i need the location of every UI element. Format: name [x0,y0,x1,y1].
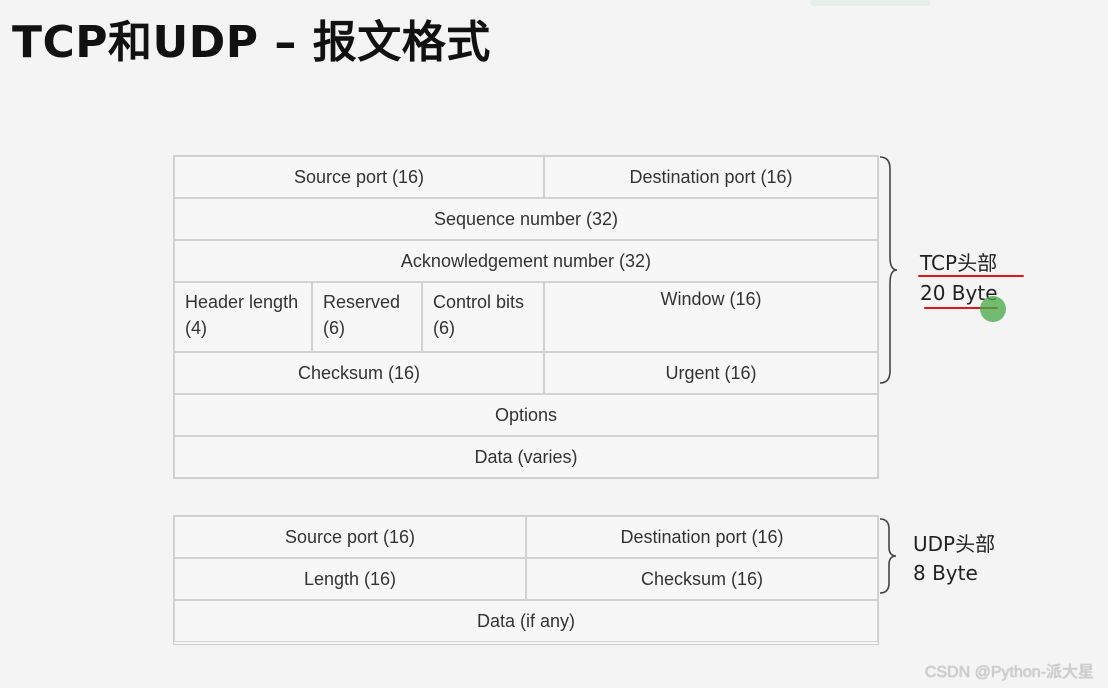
tcp-header-label: TCP头部 [920,251,998,275]
red-underline [924,307,998,309]
tcp-options-field: Options [174,394,878,436]
tcp-sequence-number-field: Sequence number (32) [174,198,878,240]
udp-destination-port-field: Destination port (16) [526,516,878,558]
tcp-urgent-field: Urgent (16) [544,352,878,394]
udp-data-field: Data (if any) [174,600,878,642]
tcp-control-bits-field: Control bits (6) [422,282,544,352]
red-underline [918,275,1024,277]
tcp-destination-port-field: Destination port (16) [544,156,878,198]
tcp-source-port-field: Source port (16) [174,156,544,198]
tcp-checksum-field: Checksum (16) [174,352,544,394]
tcp-window-field: Window (16) [544,282,878,352]
pointer-cursor-icon [980,296,1006,322]
tcp-header-length-field: Header length (4) [174,282,312,352]
tcp-header-table: Source port (16) Destination port (16) S… [173,155,879,479]
udp-checksum-field: Checksum (16) [526,558,878,600]
udp-length-field: Length (16) [174,558,526,600]
watermark: CSDN @Python-派大星 [924,664,1094,681]
udp-header-table: Source port (16) Destination port (16) L… [173,515,879,645]
tcp-reserved-field: Reserved (6) [312,282,422,352]
tcp-ack-number-field: Acknowledgement number (32) [174,240,878,282]
page-title: TCP和UDP – 报文格式 [12,17,491,68]
top-highlight [810,0,930,6]
udp-header-size-label: 8 Byte [913,561,978,585]
udp-source-port-field: Source port (16) [174,516,526,558]
udp-header-label: UDP头部 [913,532,996,556]
tcp-header-brace [879,156,898,384]
udp-header-brace [879,518,897,594]
tcp-data-field: Data (varies) [174,436,878,478]
